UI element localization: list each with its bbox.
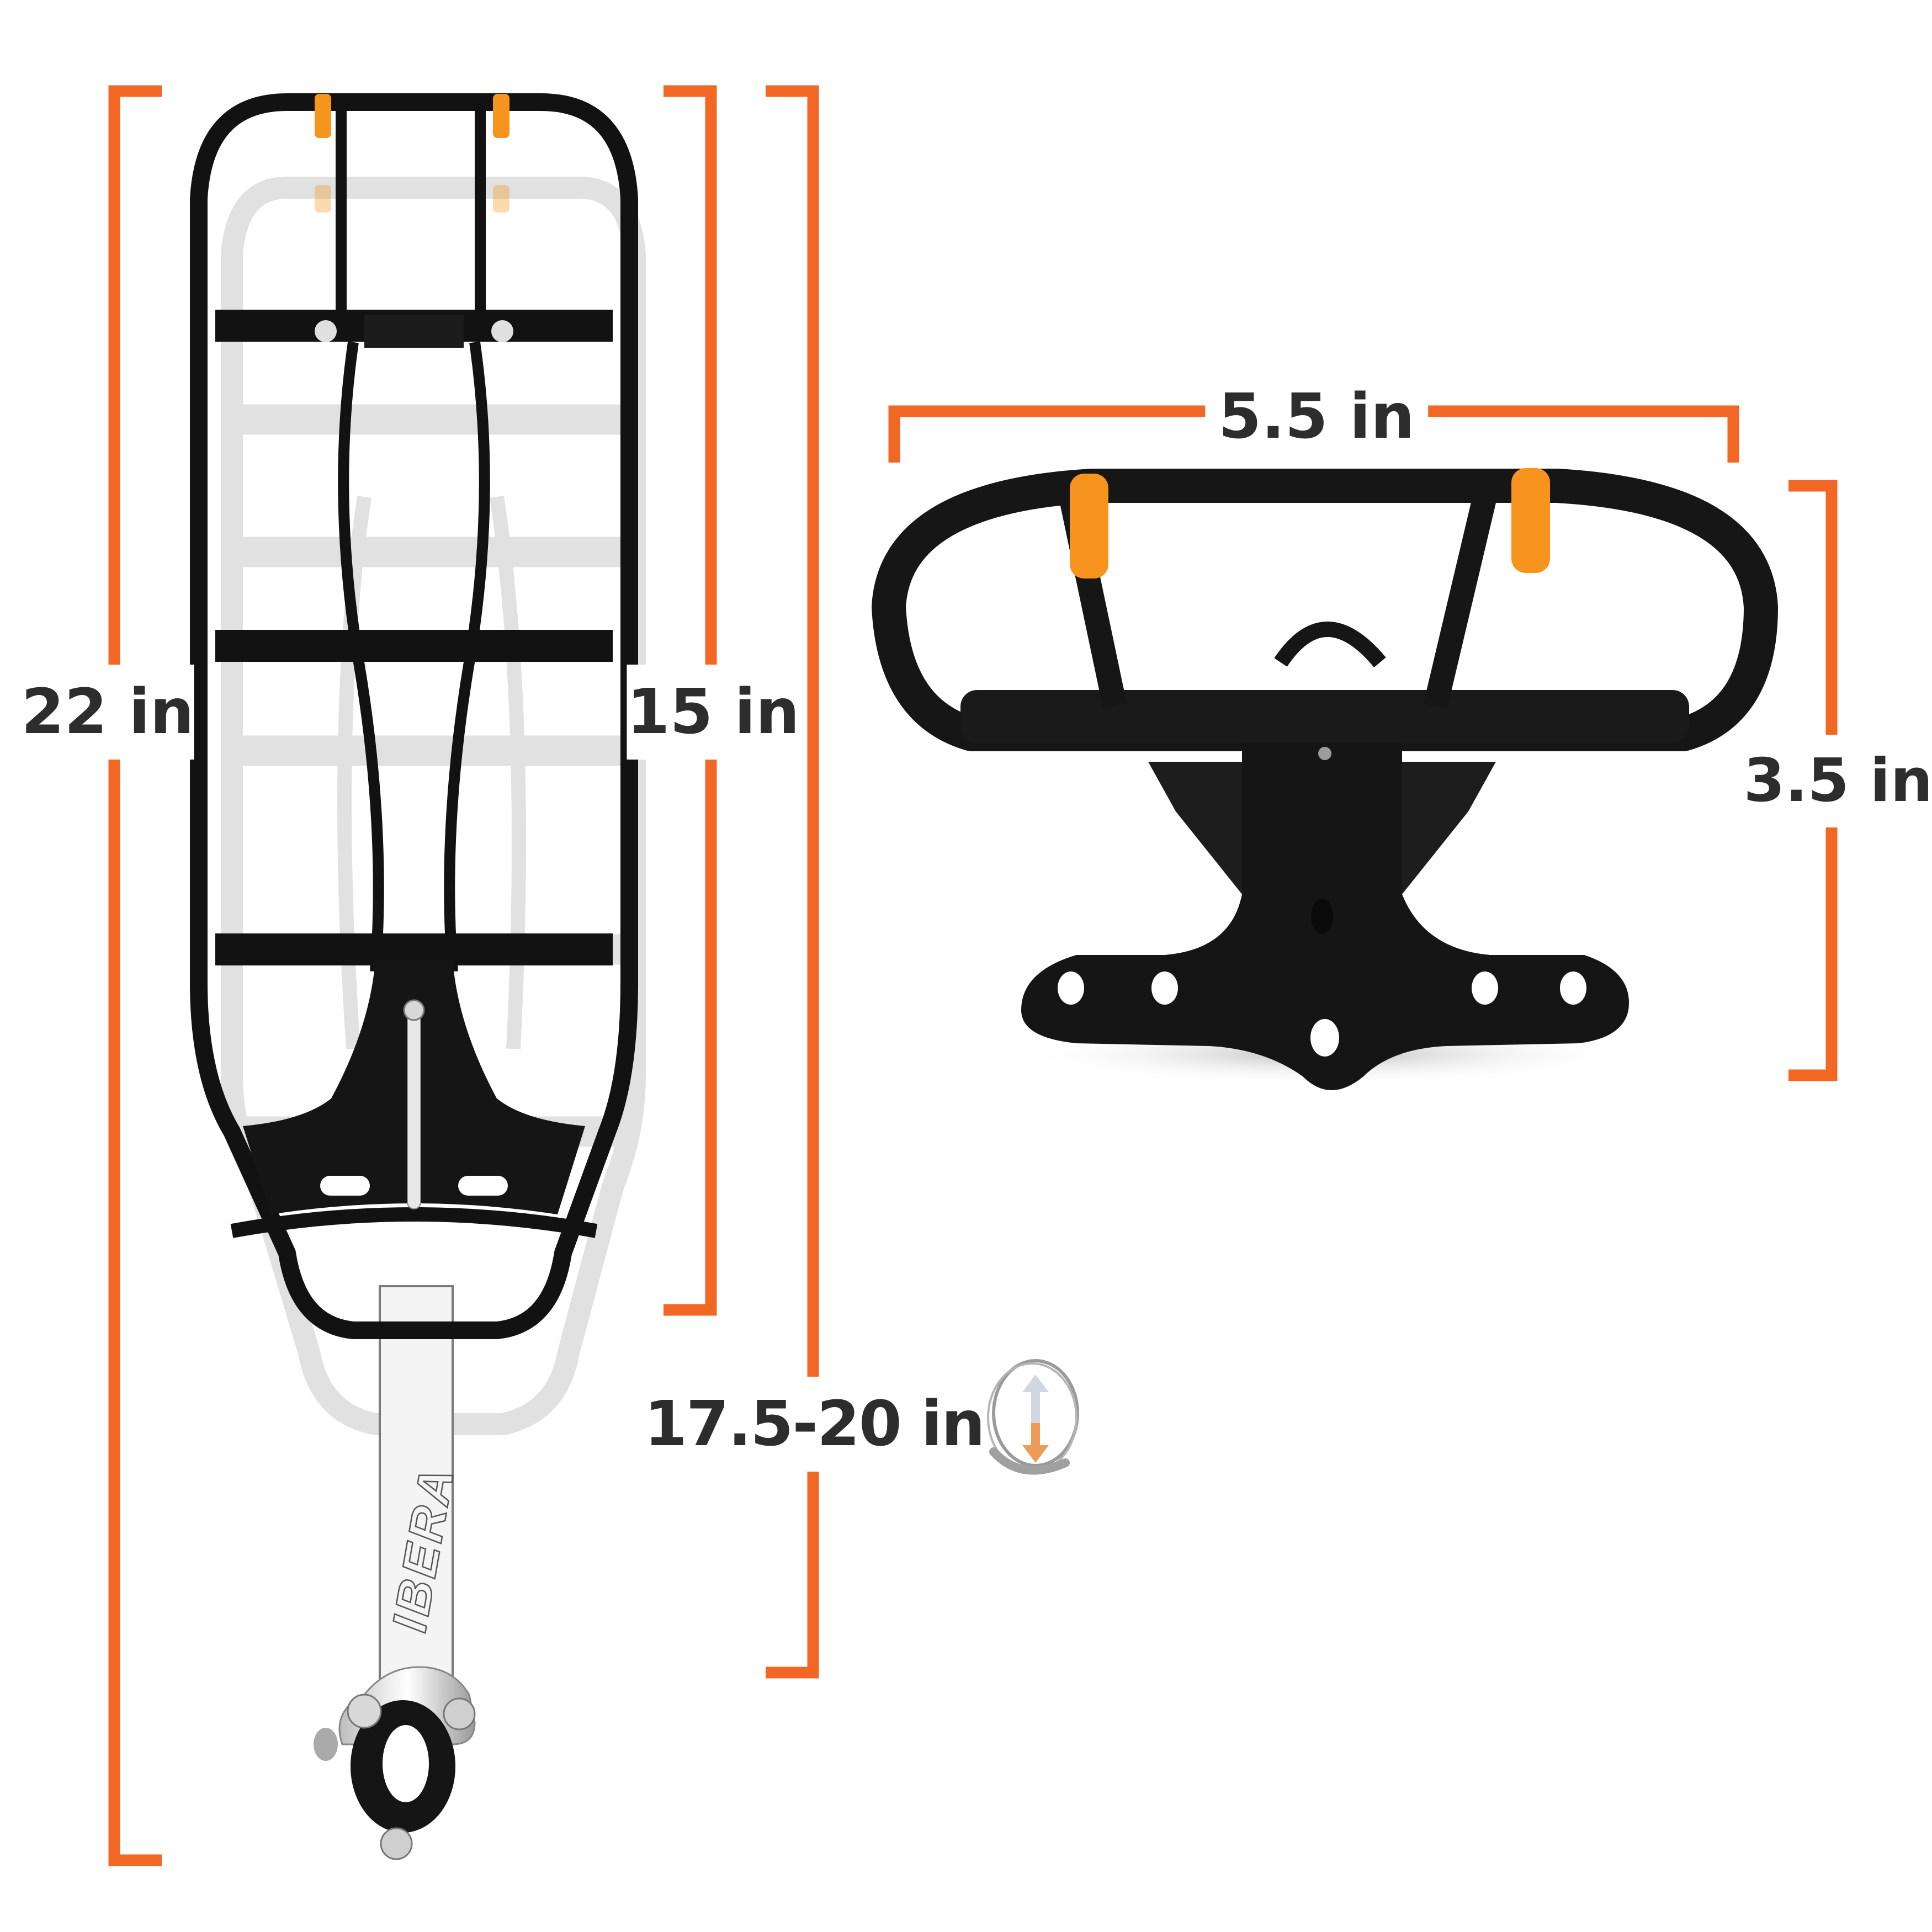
strap-right xyxy=(493,94,509,138)
end-strap-left xyxy=(1070,474,1108,578)
plate-slot-right xyxy=(458,1176,508,1196)
seatpost-clamp xyxy=(314,1666,476,1860)
black-rack xyxy=(190,93,638,1339)
strap-left xyxy=(315,94,331,138)
dimension-label-15in: 15 in xyxy=(627,665,800,760)
plate-slot-left xyxy=(320,1176,370,1196)
dimension-label-5-5in: 5.5 in xyxy=(1205,386,1428,448)
bracket-22in xyxy=(108,85,162,1866)
mount-holes xyxy=(1058,972,1586,1057)
dimension-label-22in: 22 in xyxy=(21,665,194,760)
dimension-label-3-5in: 3.5 in xyxy=(1743,735,1932,827)
end-strap-right xyxy=(1511,468,1550,573)
end-deck xyxy=(960,690,1689,742)
adjust-up-down-icon xyxy=(987,1359,1079,1475)
dimension-label-17-5-20in: 17.5-20 in xyxy=(644,1377,985,1472)
bracket-17-20in xyxy=(766,85,819,1679)
